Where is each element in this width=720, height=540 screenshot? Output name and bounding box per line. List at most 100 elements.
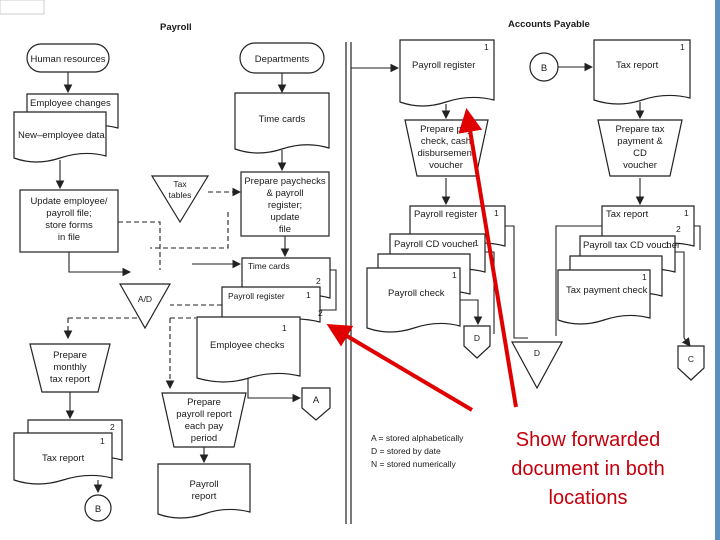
prepare-paychecks-l4: update	[270, 212, 299, 223]
col2-tax-cd-voucher-label: Payroll tax CD voucher	[583, 240, 680, 251]
legend-line-3: N = stored numerically	[371, 459, 457, 469]
annotation-line-1: Show forwarded	[516, 429, 661, 451]
update-employee-l3: store forms	[45, 220, 93, 231]
payroll-report-l1: Payroll	[189, 479, 218, 490]
ad-file	[118, 283, 172, 330]
offpage-connector-c	[677, 345, 705, 381]
col2-tax-payment-check-doc	[557, 269, 651, 325]
col1-payroll-register-label: Payroll register	[414, 209, 477, 220]
stack-employee-checks	[196, 316, 301, 383]
connector-b-label: B	[95, 504, 101, 515]
prepare-monthly-l3: tax report	[50, 374, 90, 385]
col2-tax-payment-check-label: Tax payment check	[566, 285, 648, 296]
new-employee-data-document	[13, 111, 107, 163]
col1-payroll-check-label: Payroll check	[388, 288, 445, 299]
ap-payroll-register-label: Payroll register	[412, 60, 475, 71]
col2-tax-cd-voucher-num: 1	[665, 240, 670, 250]
payroll-report-l2: report	[192, 491, 217, 502]
red-arrow-left	[326, 323, 474, 412]
legend-line-1: A = stored alphabetically	[371, 433, 464, 443]
ap-tax-report-num: 1	[680, 42, 685, 52]
offpage-connector-a	[301, 387, 331, 421]
update-employee-l4: in file	[58, 232, 80, 243]
ap-tax-report-doc	[593, 39, 691, 105]
file-d-2	[510, 341, 564, 390]
corner-frame	[0, 0, 45, 15]
prepare-pay-check-l1: Prepare pay	[420, 124, 472, 135]
prepare-payroll-report-period	[161, 392, 247, 448]
tax-tables-file	[150, 175, 210, 224]
tax-num-2: 2	[110, 422, 115, 432]
prepare-tax-l1: Prepare tax	[615, 124, 664, 135]
tax-report-label: Tax report	[42, 453, 85, 464]
file-d-1	[463, 325, 491, 359]
stack-num-2a: 2	[316, 276, 321, 286]
col2-num-2: 2	[676, 224, 681, 234]
col1-payroll-check-doc	[366, 267, 461, 333]
annotation-line-2: document in both	[511, 458, 664, 480]
red-arrow-up	[458, 108, 518, 408]
file-d-1-label: D	[474, 333, 480, 343]
tax-num-1: 1	[100, 436, 105, 446]
employee-changes-label: Employee changes	[30, 98, 111, 109]
time-cards-label: Time cards	[259, 114, 306, 125]
prepare-paychecks-l2: & payroll	[267, 188, 304, 199]
ad-label: A/D	[138, 294, 152, 304]
tax-report-document	[13, 432, 113, 485]
stack-num-1a: 1	[306, 290, 311, 300]
prepare-tax-l3: CD	[633, 148, 647, 159]
prepare-period-l2: payroll report	[176, 409, 232, 420]
prepare-period-l3: each pay	[185, 421, 224, 432]
connector-c-label: C	[688, 354, 694, 364]
col1-num-1: 1	[452, 270, 457, 280]
stack-num-1b: 1	[282, 323, 287, 333]
prepare-period-l4: period	[191, 433, 217, 444]
col1-payroll-register-num: 1	[494, 208, 499, 218]
accounts-payable-header: Accounts Payable	[508, 19, 590, 30]
tax-tables-line1: Tax	[173, 179, 187, 189]
col2-num-1: 1	[642, 272, 647, 282]
payroll-header: Payroll	[160, 22, 192, 33]
human-resources-label: Human resources	[31, 54, 106, 65]
stack-num-2b: 2	[318, 308, 323, 318]
stack-payroll-register-label: Payroll register	[228, 291, 285, 301]
annotation-line-3: locations	[549, 487, 628, 509]
right-edge-stripe	[715, 0, 720, 540]
prepare-paychecks-l5: file	[279, 224, 291, 235]
payroll-report-document	[157, 463, 251, 519]
prepare-pay-check-l3: disbursement	[417, 148, 474, 159]
prepare-paychecks-l1: Prepare paychecks	[244, 176, 326, 187]
departments-label: Departments	[255, 54, 310, 65]
update-employee-l1: Update employee/	[30, 196, 107, 207]
stack-employee-checks-label: Employee checks	[210, 340, 285, 351]
col2-tax-report-label: Tax report	[606, 209, 649, 220]
connector-b-ap-label: B	[541, 63, 547, 74]
prepare-monthly-l2: monthly	[53, 362, 87, 373]
prepare-tax-l2: payment &	[617, 136, 663, 147]
file-d-2-label: D	[534, 348, 540, 358]
prepare-monthly-l1: Prepare	[53, 350, 87, 361]
ap-payroll-register-doc	[399, 39, 495, 107]
col1-cd-voucher-label: Payroll CD voucher	[394, 239, 476, 250]
prepare-period-l1: Prepare	[187, 397, 221, 408]
prepare-pay-check-l2: check, cash	[421, 136, 471, 147]
ap-tax-report-label: Tax report	[616, 60, 659, 71]
connector-b-payroll	[84, 494, 112, 522]
col1-cd-voucher-num: 1	[474, 238, 479, 248]
prepare-tax-l4: voucher	[623, 160, 657, 171]
stack-time-cards-label: Time cards	[248, 261, 290, 271]
new-employee-data-label: New–employee data	[18, 130, 105, 141]
col2-tax-report-num: 1	[684, 208, 689, 218]
tax-tables-line2: tables	[169, 190, 192, 200]
ap-payroll-register-num: 1	[484, 42, 489, 52]
legend-line-2: D = stored by date	[371, 446, 441, 456]
update-employee-l2: payroll file;	[46, 208, 91, 219]
connector-a-label: A	[313, 395, 320, 406]
prepare-pay-check-l4: voucher	[429, 160, 463, 171]
prepare-paychecks-l3: register;	[268, 200, 302, 211]
prepare-monthly-tax-report	[29, 343, 111, 393]
prepare-tax-payment-process	[597, 119, 683, 177]
time-cards-document	[234, 92, 330, 154]
